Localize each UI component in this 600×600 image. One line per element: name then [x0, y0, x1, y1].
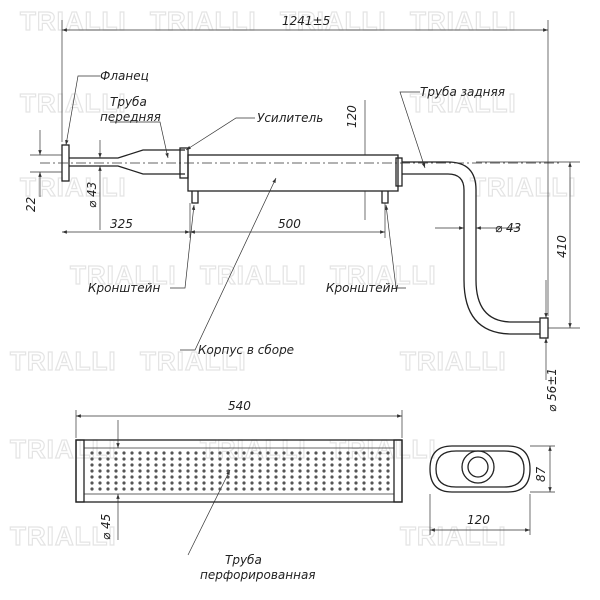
dim-diam-43-rear: ⌀ 43	[495, 221, 521, 235]
rear-outlet	[539, 317, 549, 339]
dim-width-87: 87	[534, 466, 548, 482]
label-front-pipe-2: передняя	[100, 110, 161, 124]
watermark: TRIALLI	[140, 346, 247, 376]
rear-pipe-outer	[402, 161, 540, 323]
dim-height-410: 410	[555, 235, 569, 258]
watermark: TRIALLI	[200, 260, 307, 290]
watermark: TRIALLI	[70, 260, 177, 290]
dimension-lines	[30, 20, 580, 380]
watermark: TRIALLI	[150, 6, 257, 36]
watermark: TRIALLI	[20, 6, 127, 36]
label-reinforcer: Усилитель	[257, 111, 323, 125]
label-bracket-left: Кронштейн	[88, 281, 160, 295]
section-pipe-inner	[467, 456, 489, 478]
bracket-left	[191, 191, 199, 204]
cross-section-view	[429, 445, 555, 535]
watermark: TRIALLI	[20, 172, 127, 202]
section-pipe-outer	[461, 450, 495, 484]
dim-width-120: 120	[467, 513, 490, 527]
dimension-texts: 1241±5 120 22 ⌀ 43 325 500 ⌀ 43 410 ⌀ 56…	[24, 14, 569, 540]
perforated-pipe-view	[75, 410, 403, 540]
watermark: TRIALLI	[10, 346, 117, 376]
label-bracket-right: Кронштейн	[326, 281, 398, 295]
dim-height-120: 120	[345, 105, 359, 128]
dim-len-540: 540	[228, 399, 251, 413]
rear-collar	[395, 157, 403, 187]
front-pipe-bottom	[69, 165, 185, 175]
label-perf-pipe-2: перфорированная	[200, 568, 316, 582]
dim-len-325: 325	[110, 217, 133, 231]
watermark: TRIALLI	[410, 6, 517, 36]
dim-offset-22: 22	[24, 197, 38, 212]
watermark: TRIALLI	[20, 88, 127, 118]
watermark: TRIALLI	[10, 521, 117, 551]
muffler-body	[187, 154, 399, 192]
label-body-assembled: Корпус в сборе	[198, 343, 294, 357]
watermark: TRIALLI	[330, 260, 437, 290]
assembly-side-view	[40, 144, 560, 339]
dim-diam-45: ⌀ 45	[99, 514, 113, 540]
perf-pipe-endcap-left	[75, 439, 85, 503]
dim-total-length: 1241±5	[282, 14, 330, 28]
rear-pipe-inner	[402, 173, 540, 335]
watermark: TRIALLI	[410, 88, 517, 118]
front-pipe-top	[69, 149, 185, 159]
perforation-holes	[88, 451, 390, 491]
watermark: TRIALLI	[400, 521, 507, 551]
label-front-pipe-1: Труба	[110, 95, 147, 109]
label-flange: Фланец	[100, 69, 149, 83]
part-labels: Фланец Труба передняя Усилитель Труба за…	[88, 69, 505, 582]
bracket-right	[381, 191, 389, 204]
oval-section-inner	[435, 450, 525, 488]
watermark: TRIALLI	[400, 346, 507, 376]
perf-pipe-endcap-right	[393, 439, 403, 503]
dim-diam-56: ⌀ 56±1	[545, 368, 559, 412]
label-rear-pipe: Труба задняя	[420, 85, 505, 99]
watermark: TRIALLI	[470, 172, 577, 202]
oval-section-outer	[429, 445, 531, 493]
dim-len-500: 500	[278, 217, 301, 231]
dim-diam-43-front: ⌀ 43	[85, 182, 99, 208]
label-perf-pipe-1: Труба	[225, 553, 262, 567]
